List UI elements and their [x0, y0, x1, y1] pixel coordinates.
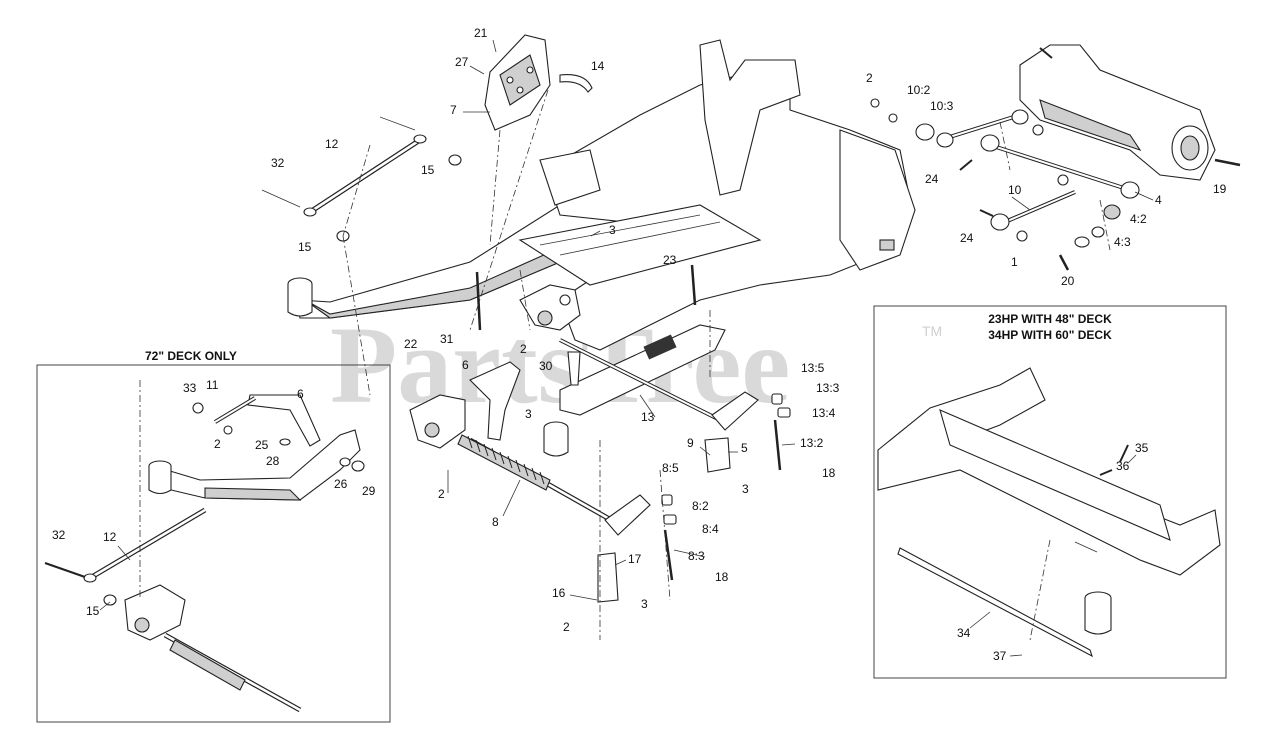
callout-10-3: 10:3 — [930, 99, 954, 113]
knuckle-assembly-center — [519, 284, 581, 331]
main-callouts: 21 27 14 7 12 32 15 15 3 23 22 31 2 30 6… — [271, 26, 1227, 634]
link-13-2 — [773, 419, 782, 471]
callout-4: 4 — [1155, 193, 1162, 207]
tie-rod-13 — [559, 338, 759, 431]
main-frame — [287, 39, 916, 457]
callout-22: 22 — [404, 337, 418, 351]
spring-rod-8 — [457, 434, 651, 536]
callout-2-b: 2 — [438, 487, 445, 501]
callout-30: 30 — [539, 359, 553, 373]
inset-48-60-deck: 23HP WITH 48" DECK 34HP WITH 60" DECK — [873, 305, 1227, 679]
callout-4-3: 4:3 — [1114, 235, 1131, 249]
callout-13-3: 13:3 — [816, 381, 840, 395]
callout-25: 25 — [255, 438, 269, 452]
callout-12: 12 — [325, 137, 339, 151]
clamp-16-17 — [597, 552, 619, 603]
callout-14: 14 — [591, 59, 605, 73]
callout-10: 10 — [1008, 183, 1022, 197]
callout-19: 19 — [1213, 182, 1227, 196]
callout-13-2: 13:2 — [800, 436, 824, 450]
bushing-8-4 — [663, 514, 677, 525]
callout-32-inset: 32 — [52, 528, 66, 542]
callout-3-a: 3 — [609, 223, 616, 237]
callout-8-3: 8:3 — [688, 549, 705, 563]
inset-48-60-title-2: 34HP WITH 60" DECK — [988, 328, 1112, 342]
callout-11: 11 — [206, 378, 219, 392]
callout-8-5: 8:5 — [662, 461, 679, 475]
rod-12-top — [261, 116, 427, 217]
callout-3-d: 3 — [641, 597, 648, 611]
callout-16: 16 — [552, 586, 566, 600]
link-8-3 — [663, 529, 674, 581]
callout-12-inset: 12 — [103, 530, 117, 544]
callout-13: 13 — [641, 410, 655, 424]
callout-8: 8 — [492, 515, 499, 529]
callout-2-d: 2 — [866, 71, 873, 85]
callout-18-a: 18 — [822, 466, 836, 480]
callout-9: 9 — [687, 436, 694, 450]
callout-34: 34 — [957, 626, 971, 640]
callout-27: 27 — [455, 55, 469, 69]
bolt-23 — [690, 264, 697, 306]
callout-26: 26 — [334, 477, 348, 491]
callout-2-c: 2 — [563, 620, 570, 634]
bushing-13-4 — [777, 407, 791, 418]
bushing-8-2 — [661, 494, 673, 506]
inset-48-60-title-1: 23HP WITH 48" DECK — [988, 312, 1112, 326]
callout-15-inset: 15 — [86, 604, 100, 618]
watermark-tm: TM — [922, 323, 942, 339]
callout-24-a: 24 — [925, 172, 939, 186]
callout-8-2: 8:2 — [692, 499, 709, 513]
callout-13-5: 13:5 — [801, 361, 825, 375]
inset-72-deck: 72" DECK ONLY — [36, 349, 391, 723]
knuckle-assembly-left — [409, 394, 466, 449]
callout-21: 21 — [474, 26, 488, 40]
callout-15-b: 15 — [298, 240, 312, 254]
callout-3-b: 3 — [525, 407, 532, 421]
rear-subframe — [870, 44, 1241, 271]
callout-13-4: 13:4 — [812, 406, 836, 420]
clamp-5 — [704, 437, 731, 473]
pin-31 — [475, 271, 482, 331]
callout-8-4: 8:4 — [702, 522, 719, 536]
callout-10-2: 10:2 — [907, 83, 931, 97]
bolt-30 — [567, 351, 581, 386]
callout-37: 37 — [993, 649, 1007, 663]
callout-1: 1 — [1011, 255, 1018, 269]
callout-29: 29 — [362, 484, 376, 498]
callout-5: 5 — [741, 441, 748, 455]
callout-35: 35 — [1135, 441, 1149, 455]
inset-72-callouts: 33 11 6 2 25 28 26 29 32 12 15 — [52, 378, 376, 618]
callout-23: 23 — [663, 253, 677, 267]
callout-4-2: 4:2 — [1130, 212, 1147, 226]
callout-17: 17 — [628, 552, 642, 566]
callout-2-a: 2 — [520, 342, 527, 356]
bushing-13-3 — [771, 393, 783, 405]
callout-18-b: 18 — [715, 570, 729, 584]
callout-28: 28 — [266, 454, 280, 468]
callout-31: 31 — [440, 332, 454, 346]
bracket-6-center — [469, 361, 521, 441]
inset-72-title: 72" DECK ONLY — [145, 349, 237, 363]
bracket-7 — [484, 34, 551, 131]
callout-6-a: 6 — [462, 358, 469, 372]
callout-36: 36 — [1116, 459, 1130, 473]
callout-32: 32 — [271, 156, 285, 170]
callout-7: 7 — [450, 103, 457, 117]
callout-3-c: 3 — [742, 482, 749, 496]
callout-15-a: 15 — [421, 163, 435, 177]
hose-14 — [559, 73, 593, 93]
leader-lines — [99, 39, 1154, 657]
callout-33: 33 — [183, 381, 197, 395]
centerlines — [139, 89, 1111, 641]
bushing-15-a — [448, 154, 462, 166]
inset-48-60-callouts: 35 36 34 37 — [957, 441, 1149, 663]
callout-6-b: 6 — [297, 387, 304, 401]
callout-24-b: 24 — [960, 231, 974, 245]
callout-20: 20 — [1061, 274, 1075, 288]
callout-2-e: 2 — [214, 437, 221, 451]
